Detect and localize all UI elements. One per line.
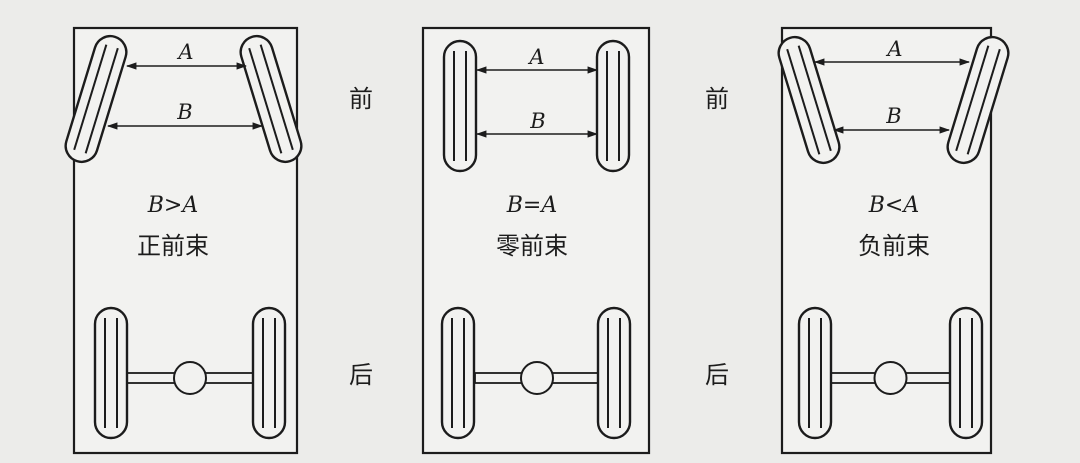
front-right-wheel xyxy=(595,39,631,173)
relation-label: B<A xyxy=(868,193,920,218)
differential-housing xyxy=(520,361,554,395)
dimension-b-label: B xyxy=(529,109,545,133)
tire-outline xyxy=(595,39,631,173)
panel-negative-toe: A B B<A 负前束 xyxy=(777,26,1010,455)
tread-groove xyxy=(248,47,283,154)
toe-name-label: 零前束 xyxy=(496,232,568,260)
panel-positive-toe: A B B>A 正前束 xyxy=(64,26,303,455)
dimension-a-label: A xyxy=(527,45,544,69)
front-left-wheel xyxy=(64,34,128,164)
rear-label-left: 后 xyxy=(349,361,373,389)
tread-groove xyxy=(966,48,1001,155)
rear-right-wheel xyxy=(596,306,632,440)
tread-groove xyxy=(797,45,832,152)
differential-housing xyxy=(873,361,908,395)
tire-outline xyxy=(596,306,632,440)
rear-left-wheel xyxy=(797,306,833,440)
relation-label: B>A xyxy=(147,193,199,218)
rear-left-wheel xyxy=(93,306,129,440)
relation-label: B=A xyxy=(506,193,558,218)
dimension-a-label: A xyxy=(176,40,193,64)
panel-zero-toe: A B B=A 零前束 xyxy=(421,26,651,455)
front-label-left: 前 xyxy=(349,85,373,113)
tread-groove xyxy=(259,44,294,151)
tire-outline xyxy=(797,306,833,440)
tread-groove xyxy=(955,45,990,152)
toe-name-label: 正前束 xyxy=(137,232,209,260)
dimension-b-label: B xyxy=(885,104,901,128)
front-right-wheel xyxy=(239,34,303,164)
toe-name-label: 负前束 xyxy=(858,232,930,260)
tire-outline xyxy=(948,306,984,440)
tire-outline xyxy=(251,306,287,440)
front-left-wheel xyxy=(442,39,478,173)
front-label-right: 前 xyxy=(705,85,729,113)
dimension-b-label: B xyxy=(176,100,192,124)
rear-left-wheel xyxy=(440,306,476,440)
differential-housing xyxy=(173,361,207,395)
front-right-wheel xyxy=(946,35,1010,165)
dimension-a-label: A xyxy=(885,37,902,61)
tread-groove xyxy=(84,47,119,154)
tire-outline xyxy=(93,306,129,440)
front-left-wheel xyxy=(777,35,841,165)
tire-outline xyxy=(442,39,478,173)
tread-groove xyxy=(73,44,108,151)
tread-groove xyxy=(786,48,821,155)
rear-right-wheel xyxy=(948,306,984,440)
rear-right-wheel xyxy=(251,306,287,440)
rear-label-right: 后 xyxy=(705,361,729,389)
tire-outline xyxy=(440,306,476,440)
